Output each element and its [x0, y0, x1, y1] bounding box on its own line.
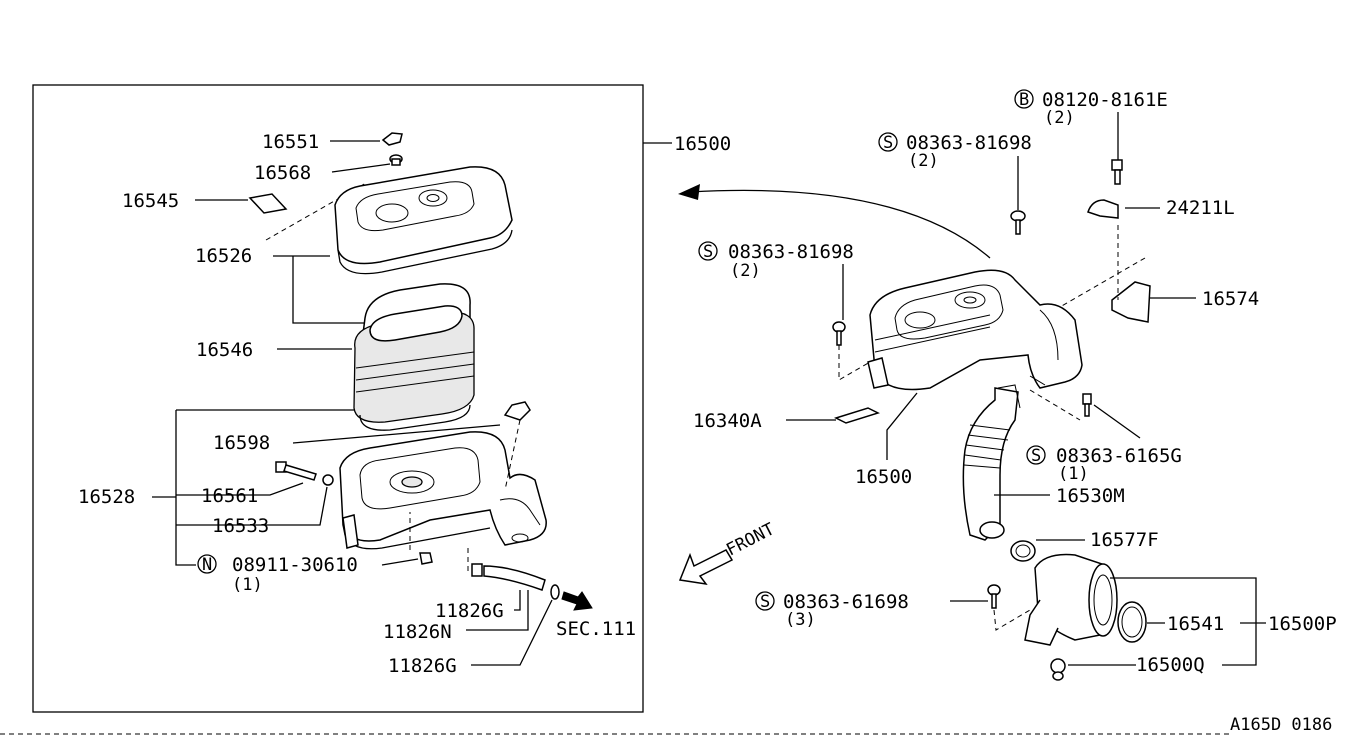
s1-mark: S	[883, 133, 893, 153]
n-circle-icon	[197, 554, 217, 574]
part-16577F-clamp	[1010, 540, 1036, 562]
label-s2-qty: (2)	[730, 261, 761, 281]
leader-11826N	[466, 590, 529, 631]
part-11826G-clamp-b	[550, 584, 560, 600]
label-s4-qty: (3)	[785, 610, 816, 630]
part-16551-clip	[381, 132, 403, 146]
label-16500Q: 16500Q	[1136, 654, 1205, 676]
part-16574-bracket	[1111, 281, 1151, 323]
dash-s4	[993, 609, 1031, 631]
s2-circle-icon	[698, 241, 718, 261]
s2-mark: S	[703, 242, 713, 262]
assembly-frame	[32, 84, 644, 713]
label-16530M: 16530M	[1056, 485, 1125, 507]
part-n-nut	[419, 552, 433, 565]
drawing-number: A165D 0186	[1230, 715, 1332, 735]
label-16568: 16568	[254, 162, 311, 184]
b-mark: B	[1019, 90, 1029, 110]
part-s3-bolt	[1082, 393, 1092, 417]
label-s2-code: 08363-81698	[728, 241, 854, 263]
label-16340A: 16340A	[693, 410, 762, 432]
s4-circle-icon	[755, 591, 775, 611]
arrow-sec111-icon	[561, 591, 593, 611]
label-16528: 16528	[78, 486, 135, 508]
label-16541: 16541	[1167, 613, 1224, 635]
part-16546-filter	[353, 283, 475, 431]
s3-mark: S	[1031, 446, 1041, 466]
label-16545: 16545	[122, 190, 179, 212]
label-b-qty: (2)	[1044, 108, 1075, 128]
label-n-qty: (1)	[232, 575, 263, 595]
part-11826G-clamp-a	[471, 563, 483, 577]
label-24211L: 24211L	[1166, 197, 1235, 219]
assembly-arrowhead-icon	[678, 184, 700, 200]
part-16545-label	[248, 193, 288, 214]
leader-s3	[1093, 404, 1141, 439]
label-s1-qty: (2)	[908, 151, 939, 171]
part-s4-screw	[987, 584, 1001, 609]
part-16561-bolt	[275, 461, 317, 481]
leader-11826G-a	[514, 590, 521, 611]
label-16551: 16551	[262, 131, 319, 153]
part-16340A-bracket	[834, 407, 880, 424]
label-16561: 16561	[201, 485, 258, 507]
label-16500-right: 16500	[855, 466, 912, 488]
part-16500P-resonator	[1024, 553, 1118, 646]
part-s2-screw	[832, 321, 846, 346]
label-16574: 16574	[1202, 288, 1259, 310]
part-16530M-duct	[962, 384, 1021, 541]
label-s3-code: 08363-6165G	[1056, 445, 1182, 467]
part-s1-screw	[1010, 210, 1026, 235]
label-sec111: SEC.111	[556, 618, 636, 640]
leader-16526-b	[292, 256, 365, 324]
part-16568-nut	[389, 154, 403, 166]
s3-circle-icon	[1026, 445, 1046, 465]
part-24211L-clip	[1087, 199, 1119, 219]
bracket-16528	[175, 410, 196, 566]
part-16526-lid	[334, 166, 513, 275]
label-16500P: 16500P	[1268, 613, 1337, 635]
leader-16561	[176, 482, 304, 496]
label-11826N: 11826N	[383, 621, 452, 643]
part-16533-bracket	[342, 514, 359, 549]
label-11826G-a: 11826G	[435, 600, 504, 622]
part-16528-case	[339, 401, 547, 550]
leader-11826G-b	[471, 599, 553, 666]
label-s1-code: 08363-81698	[906, 132, 1032, 154]
dash-case-2	[504, 419, 521, 491]
label-16533: 16533	[212, 515, 269, 537]
dash-s2	[838, 345, 871, 381]
part-16500Q-grommet	[1050, 658, 1066, 681]
label-16577F: 16577F	[1090, 529, 1159, 551]
label-16500-box: 16500	[674, 133, 731, 155]
front-arrow-icon	[678, 549, 734, 586]
part-16500-air-cleaner	[867, 269, 1083, 391]
label-11826G-b: 11826G	[388, 655, 457, 677]
label-s4-code: 08363-61698	[783, 591, 909, 613]
bracket-16500P	[1110, 577, 1257, 666]
label-s3-qty: (1)	[1058, 464, 1089, 484]
label-front: FRONT	[723, 519, 778, 560]
s1-circle-icon	[878, 132, 898, 152]
leader-16533	[176, 486, 328, 526]
label-08120-8161E: 08120-8161E	[1042, 89, 1168, 111]
leader-08911	[381, 558, 419, 566]
s4-mark: S	[760, 592, 770, 612]
assembly-arrow	[689, 189, 991, 259]
label-16526: 16526	[195, 245, 252, 267]
label-16546: 16546	[196, 339, 253, 361]
dash-s3	[1029, 389, 1081, 421]
label-16598: 16598	[213, 432, 270, 454]
leader-16500-right	[886, 392, 918, 460]
n-mark: N	[202, 555, 212, 575]
part-16533-grommet	[322, 474, 334, 486]
leader-16568	[331, 163, 391, 173]
leader-16598	[292, 424, 501, 444]
b-circle-icon	[1014, 89, 1034, 109]
label-08911-30610: 08911-30610	[232, 554, 358, 576]
part-08120-bolt	[1111, 159, 1123, 185]
part-11826N-hose	[483, 565, 546, 591]
